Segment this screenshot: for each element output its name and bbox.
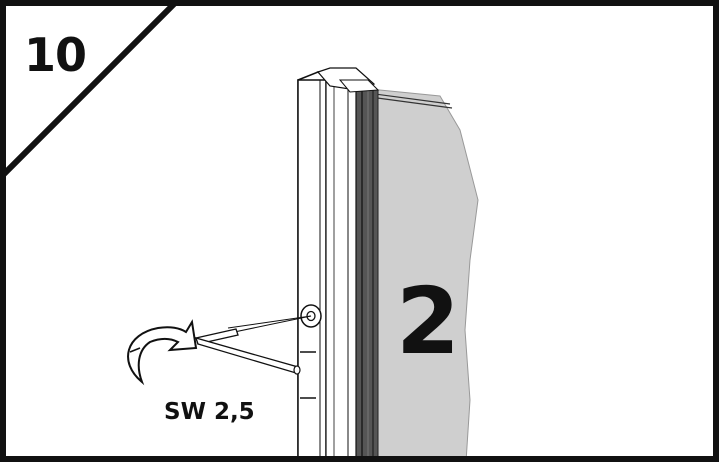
- step-number: 10: [24, 28, 87, 82]
- allen-key-long-arm: [194, 337, 299, 374]
- rotate-arrow-icon: [127, 319, 198, 386]
- step-corner-triangle: [6, 6, 177, 177]
- tool-size-label: SW 2,5: [164, 399, 255, 425]
- seal-strip: [355, 89, 379, 456]
- glass-panel-2: [359, 87, 479, 456]
- panel-number-label: 2: [396, 268, 461, 375]
